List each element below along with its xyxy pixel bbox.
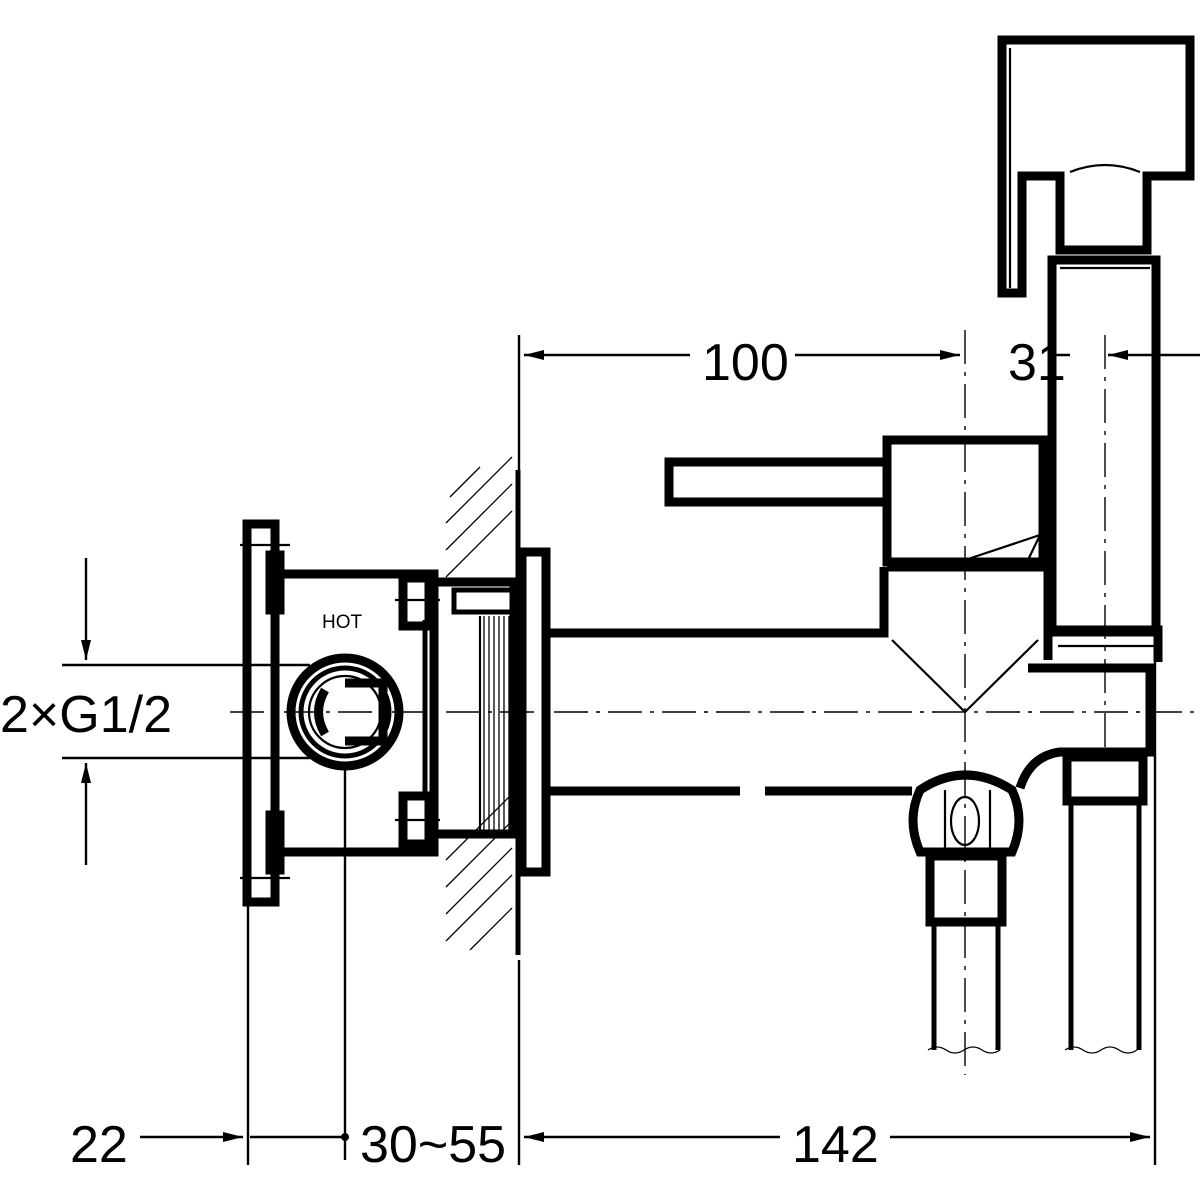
extension-lines — [62, 335, 1157, 1165]
thread-label: 2×G1/2 — [0, 686, 172, 744]
dimension-label-30-55: 30~55 — [360, 1116, 506, 1174]
dimension-label-31: 31 — [1008, 334, 1066, 392]
hoses — [927, 804, 1142, 1054]
dimension-label-142: 142 — [792, 1116, 879, 1174]
hand-shower-holder — [997, 35, 1195, 298]
hot-label: HOT — [322, 612, 363, 633]
hand-shower-handle — [1047, 255, 1161, 637]
dimension-label-100: 100 — [702, 334, 789, 392]
valve-body — [548, 435, 1163, 796]
hose-connector-nut — [908, 770, 1024, 927]
cartridge-sleeve — [438, 577, 519, 839]
center-lines — [230, 330, 1200, 1075]
cover-plate — [517, 547, 551, 877]
dimension-30-55 — [250, 1133, 349, 1141]
wall-hatching — [445, 456, 521, 955]
dimension-label-22: 22 — [70, 1116, 128, 1174]
mounting-box — [240, 519, 440, 907]
outlet-nut — [1062, 752, 1148, 806]
hot-inlet-port — [286, 653, 404, 771]
